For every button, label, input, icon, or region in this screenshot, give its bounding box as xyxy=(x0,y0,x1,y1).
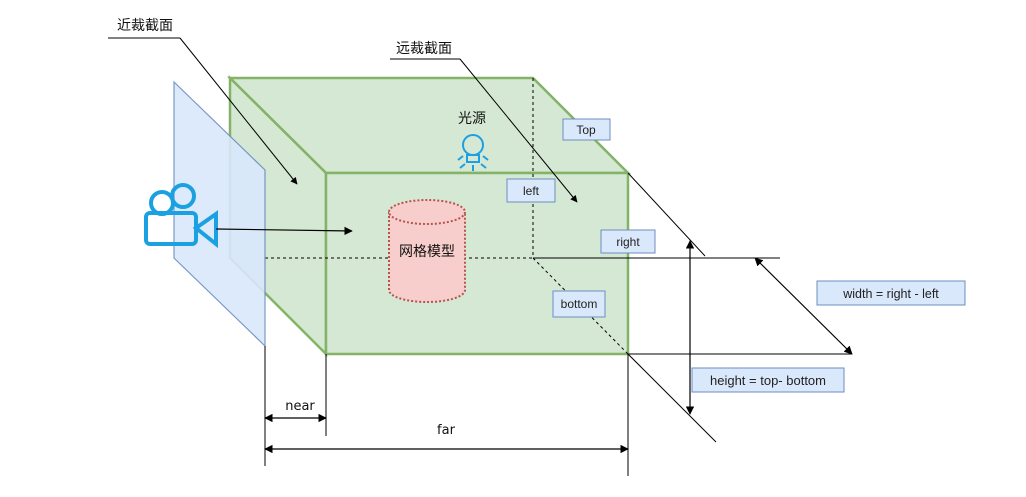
far-plane-pointer xyxy=(459,58,578,203)
top-label-box: Top xyxy=(562,118,611,141)
top-label: Top xyxy=(576,123,596,137)
height-formula-label: height = top- bottom xyxy=(710,373,826,388)
light-bulb-icon xyxy=(457,134,489,171)
bottom-label: bottom xyxy=(561,297,598,311)
left-label: left xyxy=(523,184,540,198)
far-label: far xyxy=(437,423,456,438)
near-plane-pointer xyxy=(179,37,298,185)
mesh-cylinder xyxy=(388,199,466,303)
far-plane-label: 远裁截面 xyxy=(396,41,452,57)
view-direction-arrow xyxy=(215,226,353,236)
left-label-box: left xyxy=(506,178,556,203)
bottom-extension-line xyxy=(627,353,717,443)
frustum-front-face xyxy=(324,171,630,356)
near-label: near xyxy=(285,399,315,414)
width-dimension-arrow xyxy=(754,257,853,355)
width-formula-box: width = right - left xyxy=(816,280,966,306)
video-camera-icon xyxy=(144,183,218,249)
near-plane-label: 近裁截面 xyxy=(117,18,173,34)
width-formula-label: width = right - left xyxy=(842,287,939,301)
frustum-box xyxy=(226,75,632,358)
mesh-label: 网格模型 xyxy=(399,244,455,260)
right-label: right xyxy=(616,235,640,249)
right-label-box: right xyxy=(600,229,656,254)
height-formula-box: height = top- bottom xyxy=(691,367,845,393)
bottom-label-box: bottom xyxy=(552,290,606,318)
light-label: 光源 xyxy=(458,111,486,127)
